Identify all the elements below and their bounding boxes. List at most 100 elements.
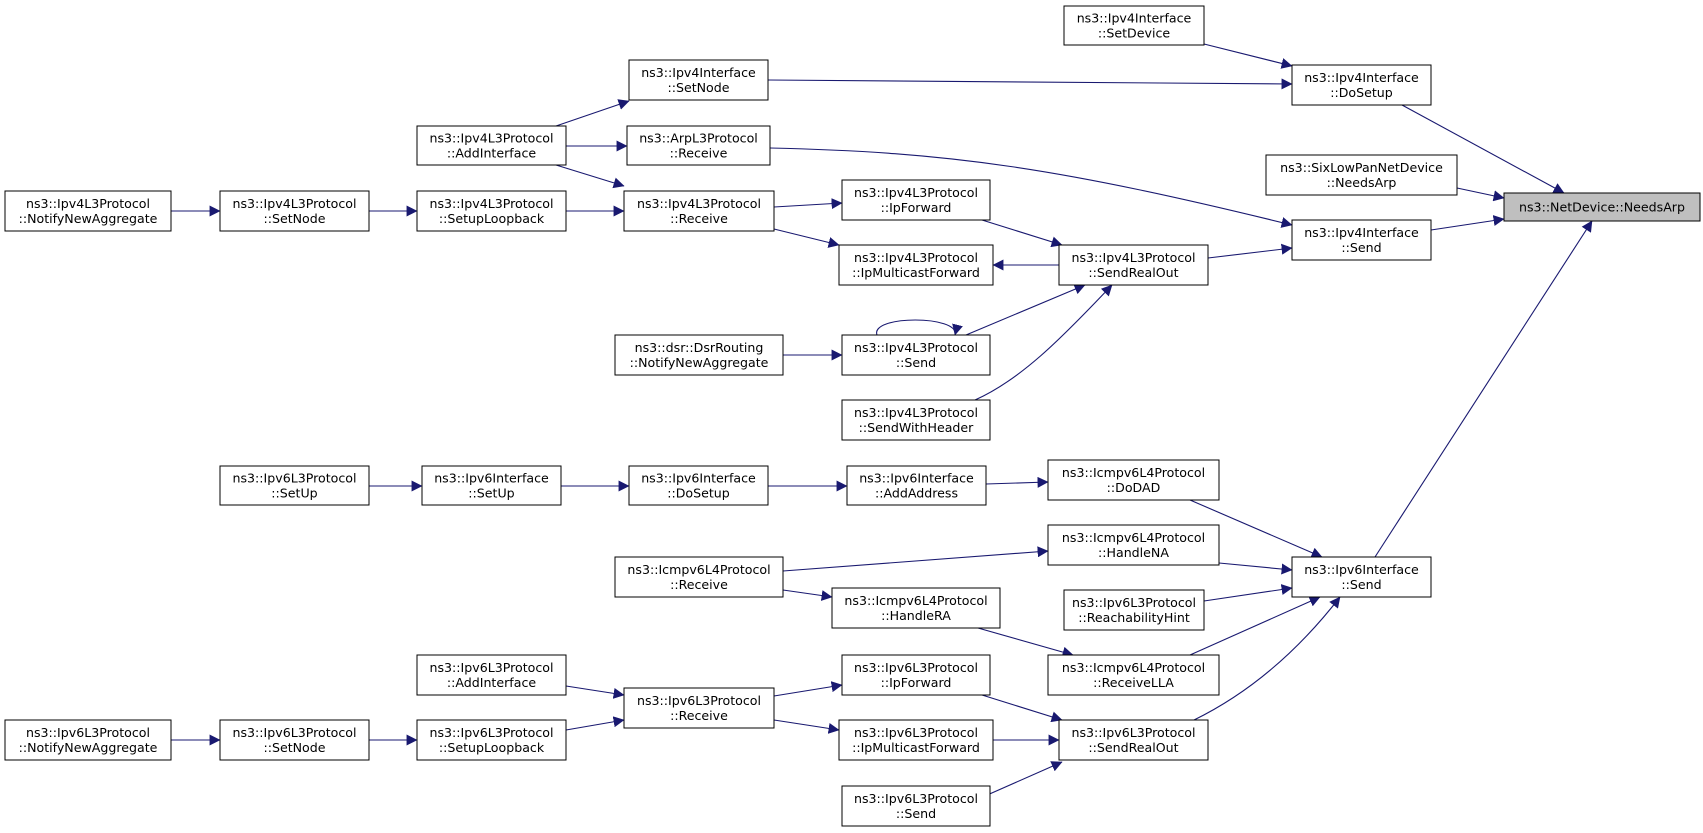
node-ipv4l3-sendwithheader[interactable]: ns3::Ipv4L3Protocol::SendWithHeader: [841, 399, 991, 441]
edge-ipv4l3-sendwithheader-to-ipv4l3-sendrealout: [974, 284, 1113, 401]
node-ipv6l3-ipforward[interactable]: ns3::Ipv6L3Protocol::IpForward: [841, 654, 991, 696]
node-ipv4l3-setnode[interactable]: ns3::Ipv4L3Protocol::SetNode: [219, 190, 370, 232]
node-ipv4if-dosetup[interactable]: ns3::Ipv4Interface::DoSetup: [1291, 64, 1432, 106]
edges-layer: [171, 43, 1593, 797]
node-ipv4l3-ipmcastfwd[interactable]: ns3::Ipv4L3Protocol::IpMulticastForward: [838, 244, 994, 286]
node-label-line1: ns3::SixLowPanNetDevice: [1280, 160, 1443, 175]
node-icmpv6-receive[interactable]: ns3::Icmpv6L4Protocol::Receive: [614, 556, 784, 598]
node-label-line2: ::DoDAD: [1107, 480, 1161, 495]
node-label-line1: ns3::Ipv4L3Protocol: [854, 185, 978, 200]
node-label-line1: ns3::Ipv6Interface: [641, 471, 756, 486]
node-box: [831, 587, 1001, 629]
node-label-line1: ns3::Ipv6L3Protocol: [430, 725, 554, 740]
node-box: [623, 190, 775, 232]
node-box: [421, 465, 562, 506]
node-ipv6l3-ipmcastfwd[interactable]: ns3::Ipv6L3Protocol::IpMulticastForward: [838, 719, 994, 761]
node-label-line1: ns3::Icmpv6L4Protocol: [844, 593, 987, 608]
node-root[interactable]: ns3::NetDevice::NeedsArp: [1503, 192, 1701, 222]
node-ipv6l3-reachhint[interactable]: ns3::Ipv6L3Protocol::ReachabilityHint: [1063, 589, 1205, 631]
node-box: [1063, 589, 1205, 631]
node-dsr-notifynewagg[interactable]: ns3::dsr::DsrRouting::NotifyNewAggregate: [614, 334, 784, 376]
node-box: [416, 654, 567, 696]
node-label-line2: ::Send: [1341, 577, 1381, 592]
node-label-line1: ns3::Ipv4Interface: [1304, 70, 1419, 85]
node-sixlowpan-needsarp[interactable]: ns3::SixLowPanNetDevice::NeedsArp: [1265, 154, 1458, 196]
node-label-line2: ::IpMulticastForward: [852, 265, 980, 280]
node-ipv6if-send[interactable]: ns3::Ipv6Interface::Send: [1291, 556, 1432, 598]
node-box: [416, 719, 567, 761]
node-ipv6l3-setup[interactable]: ns3::Ipv6L3Protocol::SetUp: [219, 465, 370, 506]
node-label-line1: ns3::Ipv6L3Protocol: [1072, 595, 1196, 610]
node-label-line2: ::SetDevice: [1098, 26, 1170, 41]
node-ipv4l3-send[interactable]: ns3::Ipv4L3Protocol::Send: [841, 334, 991, 376]
node-label-line1: ns3::Icmpv6L4Protocol: [1062, 465, 1205, 480]
node-ipv6l3-sendrealout[interactable]: ns3::Ipv6L3Protocol::SendRealOut: [1058, 719, 1209, 761]
node-label-line2: ::ReachabilityHint: [1078, 610, 1190, 625]
node-label-line2: ::AddInterface: [447, 675, 537, 690]
node-label-line2: ::Receive: [670, 211, 728, 226]
edge-icmpv6-handlera-to-icmpv6-receivella: [977, 627, 1074, 658]
node-ipv4if-send[interactable]: ns3::Ipv4Interface::Send: [1291, 219, 1432, 261]
node-box: [4, 190, 172, 232]
node-ipv6if-setup[interactable]: ns3::Ipv6Interface::SetUp: [421, 465, 562, 506]
node-ipv6l3-setuploopback[interactable]: ns3::Ipv6L3Protocol::SetupLoopback: [416, 719, 567, 761]
node-ipv6l3-addinterface[interactable]: ns3::Ipv6L3Protocol::AddInterface: [416, 654, 567, 696]
node-icmpv6-receivella[interactable]: ns3::Icmpv6L4Protocol::ReceiveLLA: [1047, 654, 1220, 696]
node-box: [841, 399, 991, 441]
node-label-line1: ns3::Ipv6L3Protocol: [637, 693, 761, 708]
node-arpl3-receive[interactable]: ns3::ArpL3Protocol::Receive: [626, 125, 771, 166]
node-label-line1: ns3::Ipv4L3Protocol: [1072, 250, 1196, 265]
node-icmpv6-dodad[interactable]: ns3::Icmpv6L4Protocol::DoDAD: [1047, 459, 1220, 501]
node-label-line2: ::IpForward: [881, 675, 952, 690]
node-label-line2: ::SetUp: [468, 486, 514, 501]
node-icmpv6-handlera[interactable]: ns3::Icmpv6L4Protocol::HandleRA: [831, 587, 1001, 629]
node-ipv6l3-send[interactable]: ns3::Ipv6L3Protocol::Send: [841, 785, 991, 827]
node-ipv4l3-notifynewagg[interactable]: ns3::Ipv4L3Protocol::NotifyNewAggregate: [4, 190, 172, 232]
node-ipv6l3-notifynewagg[interactable]: ns3::Ipv6L3Protocol::NotifyNewAggregate: [4, 719, 172, 761]
node-ipv6if-dosetup[interactable]: ns3::Ipv6Interface::DoSetup: [628, 465, 769, 506]
node-box: [1503, 192, 1701, 222]
node-ipv4if-setnode[interactable]: ns3::Ipv4Interface::SetNode: [628, 59, 769, 101]
node-ipv6if-addaddress[interactable]: ns3::Ipv6Interface::AddAddress: [846, 465, 987, 506]
edge-ipv6l3-receive-to-ipv6l3-ipforward: [773, 681, 843, 697]
edge-icmpv6-receive-to-icmpv6-handlera: [782, 589, 833, 601]
node-label-line1: ns3::Ipv4L3Protocol: [854, 250, 978, 265]
node-box: [1058, 244, 1209, 286]
node-box: [1047, 524, 1220, 566]
node-ipv4l3-sendrealout[interactable]: ns3::Ipv4L3Protocol::SendRealOut: [1058, 244, 1209, 286]
node-label-line1: ns3::Ipv4L3Protocol: [233, 196, 357, 211]
node-ipv4if-setdevice[interactable]: ns3::Ipv4Interface::SetDevice: [1063, 5, 1205, 46]
node-ipv4l3-addinterface[interactable]: ns3::Ipv4L3Protocol::AddInterface: [416, 125, 567, 166]
node-label-line2: ::AddInterface: [447, 146, 537, 161]
node-label-line1: ns3::Ipv6Interface: [434, 471, 549, 486]
node-box: [628, 59, 769, 101]
node-box: [416, 125, 567, 166]
edge-ipv4l3-addinterface-to-ipv4if-setnode: [555, 99, 630, 127]
node-box: [4, 719, 172, 761]
node-label-line2: ::SendWithHeader: [859, 420, 974, 435]
node-label-line1: ns3::ArpL3Protocol: [639, 131, 758, 146]
node-ipv4l3-setuploopback[interactable]: ns3::Ipv4L3Protocol::SetupLoopback: [416, 190, 567, 232]
node-label-line2: ::Receive: [670, 146, 728, 161]
node-box: [626, 125, 771, 166]
node-box: [838, 244, 994, 286]
edge-ipv6l3-send-to-ipv6l3-sendrealout: [984, 761, 1063, 797]
node-ipv6l3-setnode[interactable]: ns3::Ipv6L3Protocol::SetNode: [219, 719, 370, 761]
edge-ipv6l3-setuploopback-to-ipv6l3-receive: [565, 716, 625, 731]
node-label-line1: ns3::Ipv6L3Protocol: [854, 660, 978, 675]
node-box: [1047, 459, 1220, 501]
node-box: [1291, 64, 1432, 106]
node-label-line2: ::HandleRA: [881, 608, 951, 623]
node-label-line1: ns3::Ipv4L3Protocol: [430, 131, 554, 146]
node-box: [1063, 5, 1205, 46]
node-box: [628, 465, 769, 506]
node-label-line2: ::SetNode: [263, 211, 325, 226]
node-box: [614, 556, 784, 598]
node-ipv4l3-ipforward[interactable]: ns3::Ipv4L3Protocol::IpForward: [841, 179, 991, 221]
node-ipv6l3-receive[interactable]: ns3::Ipv6L3Protocol::Receive: [623, 687, 775, 729]
node-ipv4l3-receive[interactable]: ns3::Ipv4L3Protocol::Receive: [623, 190, 775, 232]
node-icmpv6-handlena[interactable]: ns3::Icmpv6L4Protocol::HandleNA: [1047, 524, 1220, 566]
edge-ipv4l3-addinterface-to-ipv4l3-receive: [555, 164, 625, 189]
edge-ipv6l3-receive-to-ipv6l3-ipmcastfwd: [773, 719, 840, 734]
